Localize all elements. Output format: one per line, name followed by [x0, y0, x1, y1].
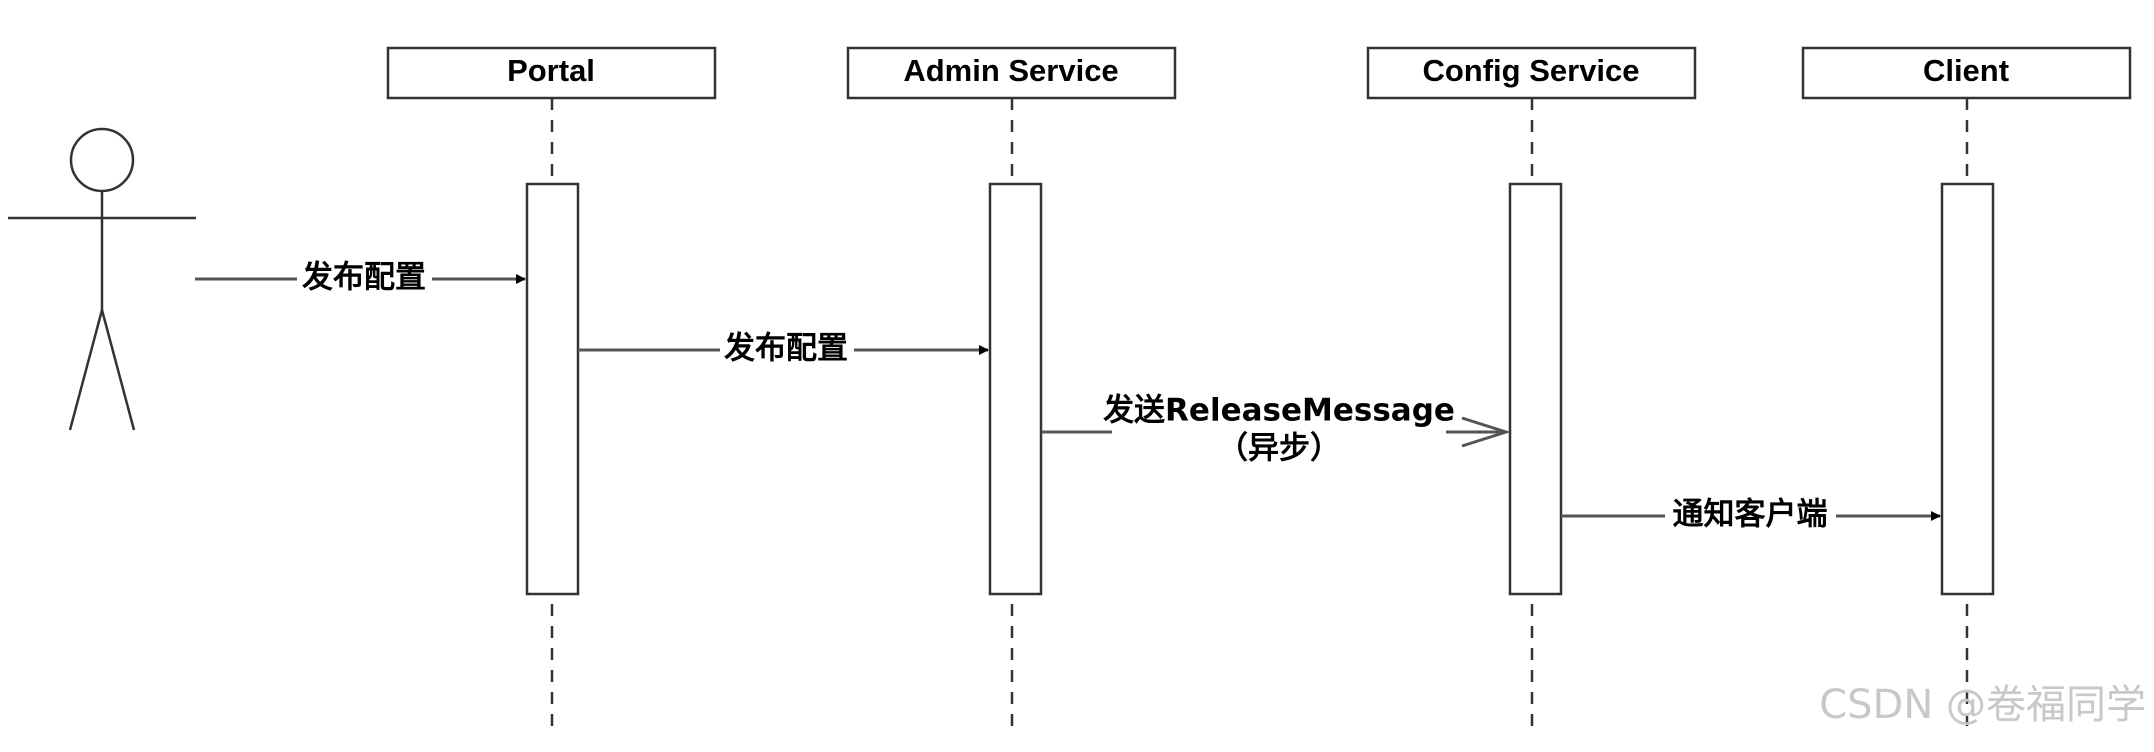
message-arrow-1: 发布配置 — [195, 260, 526, 296]
message-label-1: 发布配置 — [301, 260, 426, 296]
participant-head-config-service: Config Service — [1366, 46, 1697, 100]
participant-label-admin-service: Admin Service — [903, 53, 1118, 88]
message-arrow-2: 发布配置 — [578, 331, 989, 367]
watermark: CSDN @卷福同学 — [1819, 682, 2146, 728]
message-label-2: 发布配置 — [723, 331, 848, 367]
participant-head-portal: Portal — [386, 46, 717, 100]
message-label-3: 发送ReleaseMessage — [1102, 393, 1455, 429]
activation-bar-client — [1940, 182, 1995, 596]
activation-bar-admin-service — [988, 182, 1043, 596]
message-label-3-async-note: （异步） — [1217, 431, 1341, 467]
message-arrow-3: 发送ReleaseMessage （异步） — [1041, 393, 1511, 467]
activation-bar-config-service — [1508, 182, 1563, 596]
participant-label-client: Client — [1923, 53, 2009, 88]
participant-label-portal: Portal — [507, 53, 595, 88]
participant-head-admin-service: Admin Service — [846, 46, 1177, 100]
activation-bar-portal — [525, 182, 580, 596]
participant-label-config-service: Config Service — [1422, 53, 1639, 88]
message-label-4: 通知客户端 — [1673, 497, 1828, 533]
message-arrow-4: 通知客户端 — [1561, 497, 1941, 533]
actor-stick-figure — [8, 127, 196, 431]
participant-head-client: Client — [1801, 46, 2132, 100]
